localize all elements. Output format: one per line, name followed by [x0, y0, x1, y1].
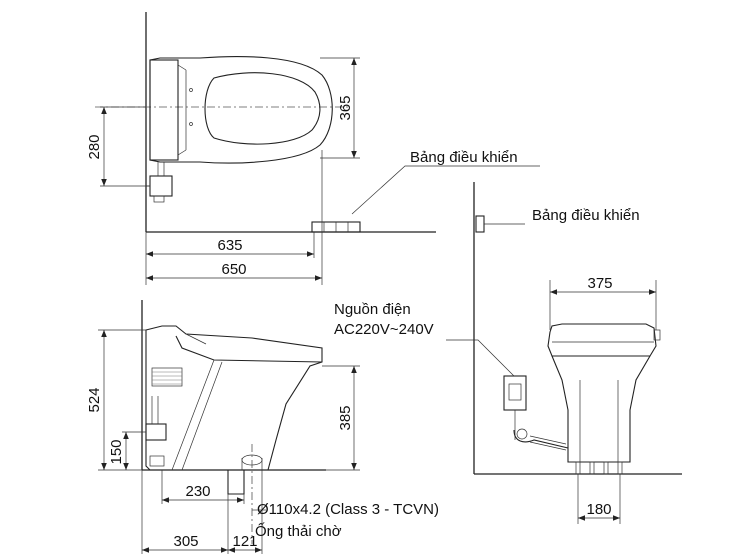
front-view-power-box [503, 375, 527, 411]
side-view: 524 150 385 230 305 121 Ø110x4.2 (Class … [86, 300, 439, 554]
dim-121: 121 [232, 533, 257, 550]
dim-305: 305 [173, 533, 198, 550]
dim-385: 385 [337, 405, 354, 430]
power-label-line1: Nguồn điện [334, 301, 411, 318]
top-view: Bảng điều khiển 365 280 635 650 [86, 12, 540, 285]
dim-365: 365 [337, 95, 354, 120]
dim-150: 150 [108, 439, 125, 464]
top-view-bowl-opening [204, 72, 321, 145]
top-view-water-valve [149, 175, 173, 197]
side-view-drain-pipe [227, 470, 245, 495]
dim-180: 180 [586, 501, 611, 518]
dim-230: 230 [185, 483, 210, 500]
side-view-water-valve [145, 423, 167, 441]
top-view-seat-outline [149, 56, 333, 164]
dim-375: 375 [587, 275, 612, 292]
top-view-control-panel-label: Bảng điều khiển [410, 149, 518, 166]
dim-650: 650 [221, 261, 246, 278]
pipe-spec-label: Ø110x4.2 (Class 3 - TCVN) [257, 501, 439, 518]
side-view-lid-line [175, 335, 323, 363]
front-view-supply-hose [513, 429, 569, 449]
power-leader [446, 339, 515, 377]
top-view-seat-hinge-unit [149, 59, 179, 161]
front-view-control-panel-label: Bảng điều khiển [532, 207, 640, 224]
side-view-vent-grille [151, 367, 183, 387]
side-view-toilet-outline [145, 325, 323, 471]
front-view: Bảng điều khiển Nguồn điện AC220V~240V 3… [334, 182, 682, 524]
front-view-bowl [551, 355, 651, 463]
dim-524: 524 [86, 387, 103, 412]
front-view-seat [547, 323, 657, 357]
front-view-control-panel [475, 215, 485, 233]
top-view-control-panel-leader [351, 165, 540, 215]
side-view-body-trim [171, 359, 215, 471]
dim-280: 280 [86, 134, 103, 159]
dim-635: 635 [217, 237, 242, 254]
pipe-name-label: Ống thải chờ [255, 522, 342, 540]
power-label-line2: AC220V~240V [334, 321, 434, 338]
